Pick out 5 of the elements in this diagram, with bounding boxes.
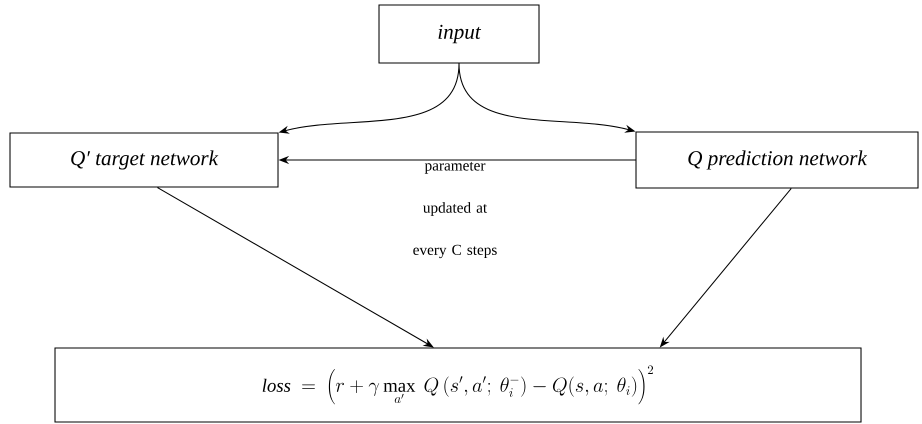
network-box: Q prediction network (635, 131, 919, 189)
network-box: Q′ target network (9, 132, 279, 188)
input-box: input (378, 4, 540, 64)
formula-box: $\mathit{loss}\ =\ \left(r+\gamma\max_{a'}\ Q\left(s',a';\ \theta_i^{-}\right)-Q(s,a;\ \theta_i)\right)^2$ (54, 347, 862, 423)
edge-label: parameter updated at every C steps (402, 160, 508, 260)
